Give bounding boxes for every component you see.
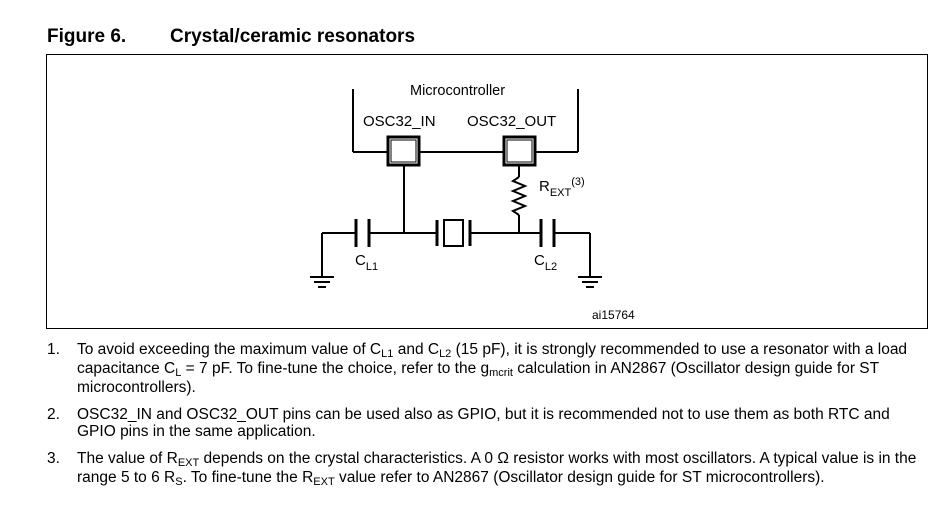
figure-reference-id: ai15764 bbox=[592, 308, 635, 322]
subscript-text: EXT bbox=[313, 476, 335, 488]
ground-left-icon bbox=[310, 276, 334, 288]
figure-title: Figure 6. Crystal/ceramic resonators bbox=[47, 26, 415, 48]
note-text-segment: (15 pF), it is strongly recommended to u… bbox=[77, 341, 908, 377]
note-text-segment: = 7 pF. To fine-tune the choice, refer t… bbox=[181, 360, 490, 377]
label-osc32-out: OSC32_OUT bbox=[467, 113, 556, 130]
note-text: To avoid exceeding the maximum value of … bbox=[77, 341, 917, 396]
note-text-segment: calculation in AN2867 (Oscillator design… bbox=[77, 360, 879, 396]
label-cl1: CL1 bbox=[355, 252, 378, 273]
note-text-segment: The value of R bbox=[77, 450, 178, 467]
rext-resistor bbox=[510, 176, 528, 216]
figure-caption: Crystal/ceramic resonators bbox=[170, 26, 416, 47]
crystal-icon bbox=[443, 219, 464, 247]
note-text-segment: OSC32_IN and OSC32_OUT pins can be used … bbox=[77, 406, 890, 440]
note-text-segment: depends on the crystal characteristics. … bbox=[77, 450, 917, 486]
subscript-text: L2 bbox=[439, 348, 452, 360]
note-number: 3. bbox=[47, 450, 60, 467]
subscript-text: mcrit bbox=[489, 367, 513, 379]
subscript-text: L1 bbox=[381, 348, 394, 360]
ground-right-icon bbox=[578, 276, 602, 288]
subscript-text: L bbox=[175, 367, 182, 379]
figure-frame: Microcontroller OSC32_IN OSC32_OUT REXT(… bbox=[46, 54, 928, 329]
osc-in-pin bbox=[386, 135, 421, 167]
figure-notes: 1. To avoid exceeding the maximum value o… bbox=[47, 341, 917, 498]
note-text-segment: . To fine-tune the R bbox=[182, 469, 314, 486]
subscript-text: EXT bbox=[177, 457, 200, 469]
osc-out-pin bbox=[502, 135, 537, 167]
label-rext: REXT(3) bbox=[539, 176, 585, 199]
note-text-segment: value refer to AN2867 (Oscillator design… bbox=[334, 469, 825, 486]
label-cl2: CL2 bbox=[534, 252, 557, 273]
note-item: 2. OSC32_IN and OSC32_OUT pins can be use… bbox=[47, 406, 917, 440]
note-text-segment: and C bbox=[393, 341, 440, 358]
figure-number: Figure 6. bbox=[47, 26, 127, 47]
note-number: 1. bbox=[47, 341, 60, 358]
note-text: OSC32_IN and OSC32_OUT pins can be used … bbox=[77, 406, 917, 440]
label-osc32-in: OSC32_IN bbox=[363, 113, 436, 130]
label-microcontroller: Microcontroller bbox=[410, 83, 505, 99]
note-item: 3.The value of REXT depends on the cryst… bbox=[47, 450, 917, 488]
note-text: The value of REXT depends on the crystal… bbox=[77, 450, 917, 488]
note-number: 2. bbox=[47, 406, 60, 423]
subscript-text: S bbox=[175, 476, 183, 488]
note-item: 1. To avoid exceeding the maximum value o… bbox=[47, 341, 917, 396]
resonator-circuit-diagram: Microcontroller OSC32_IN OSC32_OUT REXT(… bbox=[310, 83, 635, 322]
note-text-segment: To avoid exceeding the maximum value of … bbox=[77, 341, 382, 358]
